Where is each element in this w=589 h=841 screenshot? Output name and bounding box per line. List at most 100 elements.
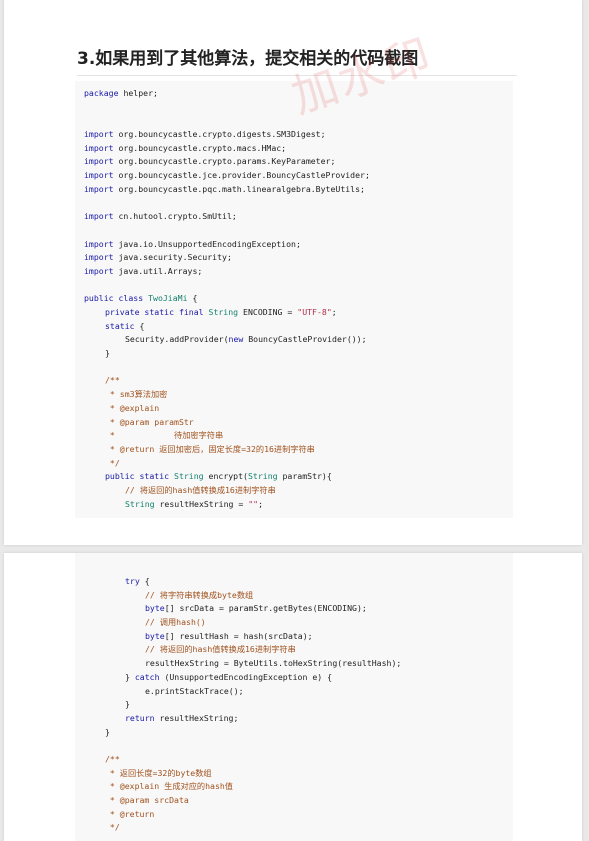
code-line-import: import org.bouncycastle.crypto.params.Ke…: [84, 155, 513, 169]
code-text: org.bouncycastle.crypto.macs.HMac;: [113, 142, 287, 153]
code-text: {: [134, 320, 145, 331]
class-name: TwoJiaMi: [143, 293, 188, 304]
doc-comment-line: * @return: [105, 808, 155, 819]
code-line-import: import org.bouncycastle.pqc.math.lineara…: [84, 183, 513, 197]
code-line-field: private static final String ENCODING = "…: [84, 306, 513, 320]
keyword: import: [84, 129, 114, 140]
code-text: resultHexString =: [154, 498, 249, 509]
doc-comment-line: */: [105, 822, 120, 833]
code-comment: // 调用hash(): [145, 617, 206, 628]
code-line-static: static {: [84, 320, 513, 334]
code-text: ;: [331, 307, 337, 317]
code-text: (UnsupportedEncodingException e) {: [159, 671, 333, 682]
doc-comment-line: /**: [105, 375, 120, 386]
code-text: }: [125, 671, 135, 682]
doc-comment-line: * @param paramStr: [105, 416, 194, 427]
keyword: public static: [105, 471, 170, 482]
keyword: import: [84, 252, 114, 263]
code-line-result: String resultHexString = "";: [84, 498, 513, 512]
doc-comment-line: * @explain 生成对应的hash值: [105, 781, 233, 792]
blank-line: [84, 114, 513, 128]
keyword: import: [84, 211, 114, 222]
keyword: import: [84, 142, 114, 153]
code-text: {: [139, 576, 150, 586]
code-line-method-decl: public static String encrypt(String para…: [84, 470, 513, 484]
type-name: String: [247, 471, 278, 482]
keyword: byte: [145, 603, 165, 614]
code-line-class-decl: public class TwoJiaMi {: [84, 292, 513, 306]
doc-comment-line: */: [105, 457, 120, 468]
code-line-catch: } catch (UnsupportedEncodingException e)…: [84, 671, 513, 685]
code-text: helper;: [118, 88, 158, 98]
string-literal: "": [248, 498, 259, 509]
keyword: import: [84, 170, 114, 181]
doc-comment-line: * @param srcData: [105, 795, 189, 805]
code-text: cn.hutool.crypto.SmUtil;: [113, 211, 237, 222]
code-line-close-method: }: [105, 726, 110, 737]
keyword: byte: [145, 630, 165, 641]
blank-line: [84, 224, 513, 238]
code-line-result-hash: byte[] resultHash = hash(srcData);: [84, 630, 513, 644]
code-line-hex-string: resultHexString = ByteUtils.toHexString(…: [145, 658, 402, 669]
blank-line: [84, 101, 513, 115]
code-line-import: import org.bouncycastle.jce.provider.Bou…: [84, 169, 513, 183]
doc-comment-line: /**: [105, 753, 120, 764]
code-text: resultHexString;: [154, 712, 239, 723]
code-text: ;: [258, 498, 264, 509]
code-line-try: try {: [84, 575, 513, 589]
code-line-src-data: byte[] srcData = paramStr.getBytes(ENCOD…: [84, 602, 513, 616]
code-text: java.io.UnsupportedEncodingException;: [113, 238, 301, 249]
code-text: }: [105, 348, 110, 359]
document-page-2: try { // 将字符串转换成byte数组 byte[] srcData = …: [4, 553, 582, 841]
code-line-import: import java.security.Security;: [84, 251, 513, 265]
code-text: BouncyCastleProvider());: [243, 334, 367, 345]
doc-comment-line: * sm3算法加密: [105, 389, 168, 400]
code-line-import: import cn.hutool.crypto.SmUtil;: [84, 210, 513, 224]
blank-line: [84, 197, 513, 211]
doc-comment-line: * @explain: [105, 402, 160, 413]
code-text: Security.addProvider(: [125, 334, 229, 345]
keyword: private static final: [105, 307, 204, 317]
keyword: return: [125, 712, 155, 723]
keyword: public class: [84, 293, 144, 304]
code-text: org.bouncycastle.crypto.params.KeyParame…: [113, 156, 336, 167]
code-line-static-close: }: [84, 347, 513, 361]
code-line-import: import org.bouncycastle.crypto.digests.S…: [84, 128, 513, 142]
keyword: import: [84, 265, 114, 276]
keyword: import: [84, 183, 114, 194]
code-line-close-catch: }: [125, 699, 130, 710]
doc-comment-line: * 返回长度=32的byte数组: [105, 767, 212, 778]
code-text: java.security.Security;: [113, 252, 232, 263]
keyword: static: [105, 320, 135, 331]
code-line-add-provider: Security.addProvider(new BouncyCastlePro…: [84, 333, 513, 347]
code-block-2: try { // 将字符串转换成byte数组 byte[] srcData = …: [75, 553, 513, 841]
document-page-1: 3.如果用到了其他算法，提交相关的代码截图 package helper; im…: [4, 0, 582, 545]
code-line-package: package helper;: [84, 87, 513, 101]
string-literal: "UTF-8": [297, 307, 332, 317]
code-comment: // 将返回的hash值转换成16进制字符串: [125, 484, 276, 495]
code-line-return: return resultHexString;: [84, 712, 513, 726]
code-comment: // 将返回的hash值转换成16进制字符串: [145, 644, 296, 655]
blank-line: [84, 279, 513, 293]
keyword: import: [84, 238, 114, 249]
code-text: org.bouncycastle.jce.provider.BouncyCast…: [113, 170, 370, 181]
code-text: java.util.Arrays;: [113, 265, 203, 276]
code-block-1: package helper; import org.bouncycastle.…: [75, 81, 513, 518]
keyword: import: [84, 156, 114, 167]
blank-line: [84, 361, 513, 375]
code-text: ENCODING =: [238, 307, 298, 317]
code-line-import: import java.util.Arrays;: [84, 265, 513, 279]
type-name: String: [169, 471, 204, 482]
section-heading: 3.如果用到了其他算法，提交相关的代码截图: [77, 44, 517, 76]
doc-comment-line: * 待加密字符串: [105, 430, 224, 441]
doc-comment-line: * @return 返回加密后，固定长度=32的16进制字符串: [105, 443, 315, 454]
code-text: encrypt(: [203, 471, 248, 482]
code-line-print-stack: e.printStackTrace();: [145, 685, 244, 696]
keyword: catch: [134, 671, 160, 682]
code-text: org.bouncycastle.pqc.math.linearalgebra.…: [113, 183, 365, 194]
code-line-import: import java.io.UnsupportedEncodingExcept…: [84, 238, 513, 252]
type-name: String: [125, 498, 155, 509]
code-comment: // 将字符串转换成byte数组: [145, 589, 254, 600]
blank-line: [84, 739, 513, 753]
type-name: String: [203, 307, 239, 317]
